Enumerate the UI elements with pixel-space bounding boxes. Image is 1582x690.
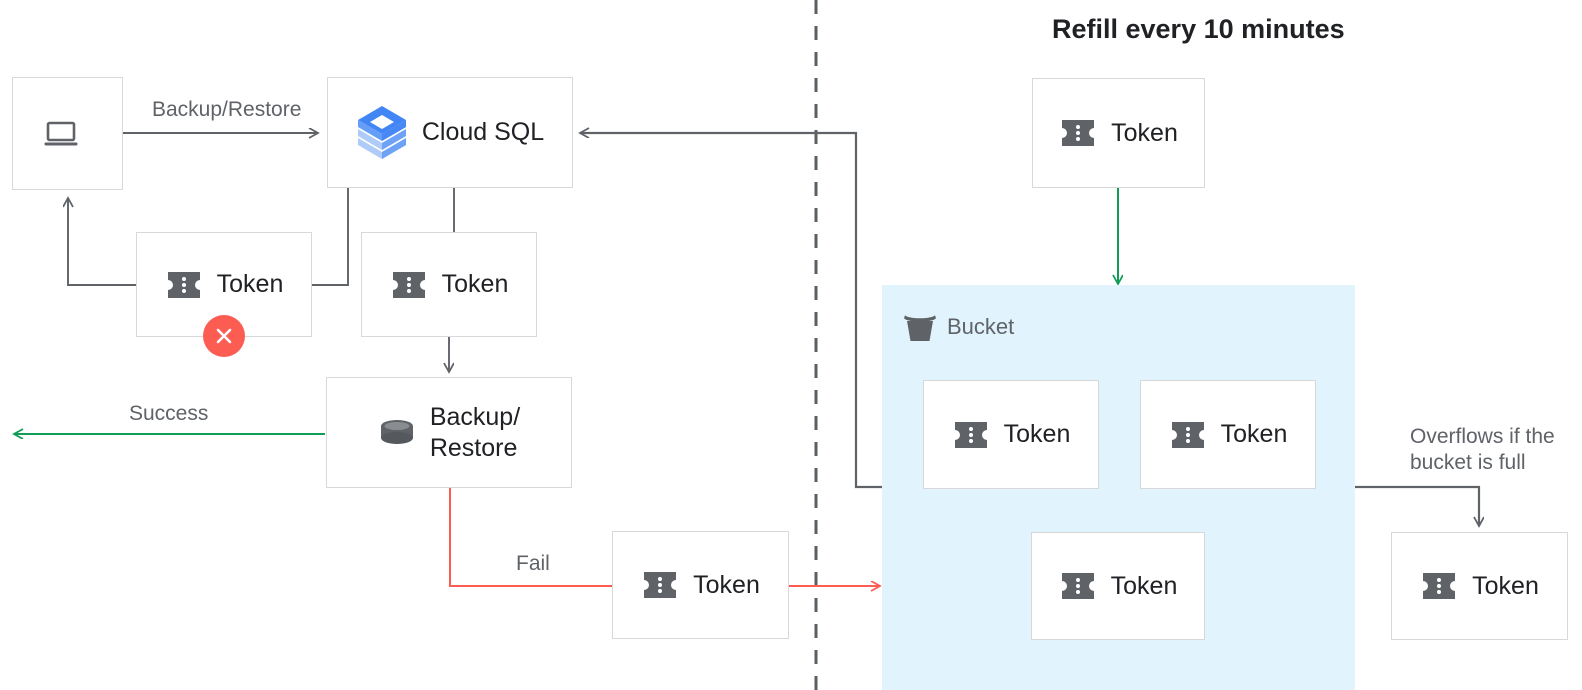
- edge-label-fail: Fail: [516, 552, 550, 575]
- node-token-fail[interactable]: Token: [612, 531, 789, 639]
- bucket-label: Bucket: [947, 314, 1015, 339]
- node-cloud-sql-label: Cloud SQL: [421, 118, 545, 147]
- edge-cloudsql-to-tokenleft: [312, 187, 349, 286]
- edge-bucket-overflow: [1355, 485, 1479, 526]
- token-icon: [641, 570, 679, 600]
- node-token-overflow-label: Token: [1472, 571, 1539, 600]
- page-title: Refill every 10 minutes: [1052, 14, 1345, 44]
- cloud-sql-logo: [356, 104, 408, 162]
- node-token-bucket-1-label: Token: [1003, 420, 1071, 449]
- node-token-bucket-1[interactable]: Token: [923, 380, 1099, 489]
- token-icon: [1420, 571, 1458, 601]
- node-token-bucket-2[interactable]: Token: [1140, 380, 1316, 489]
- node-token-refill-label: Token: [1111, 118, 1178, 147]
- token-icon: [390, 270, 428, 300]
- bucket-header: Bucket: [903, 312, 1014, 342]
- laptop-icon: [43, 119, 79, 149]
- token-icon: [1169, 420, 1207, 450]
- node-token-overflow[interactable]: Token: [1391, 532, 1568, 640]
- node-token-bucket-2-label: Token: [1220, 420, 1288, 449]
- edge-label-overflow: Overflows if the bucket is full: [1410, 425, 1555, 475]
- node-cloud-sql[interactable]: Cloud SQL: [327, 77, 573, 188]
- bucket-icon: [903, 312, 937, 342]
- token-icon: [165, 270, 203, 300]
- token-icon: [952, 420, 990, 450]
- node-token-fail-label: Token: [693, 570, 760, 599]
- node-token-left-label: Token: [216, 270, 284, 299]
- database-icon: [378, 417, 416, 449]
- node-token-refill[interactable]: Token: [1032, 78, 1205, 188]
- token-icon: [1059, 118, 1097, 148]
- node-backup-restore[interactable]: Backup/ Restore: [326, 377, 572, 488]
- node-backup-restore-label: Backup/ Restore: [429, 403, 521, 462]
- edge-label-success: Success: [129, 402, 209, 425]
- token-icon: [1059, 571, 1097, 601]
- edge-tokenleft-to-client: [68, 198, 136, 286]
- edge-bucket-to-cloudsql: [580, 133, 882, 489]
- edge-label-backup-restore: Backup/Restore: [152, 98, 302, 121]
- node-token-bucket-3[interactable]: Token: [1031, 532, 1205, 640]
- fail-badge-icon: [203, 315, 245, 357]
- node-token-mid-label: Token: [441, 270, 509, 299]
- node-token-mid[interactable]: Token: [361, 232, 537, 337]
- node-client[interactable]: [12, 77, 123, 190]
- node-token-bucket-3-label: Token: [1110, 571, 1178, 600]
